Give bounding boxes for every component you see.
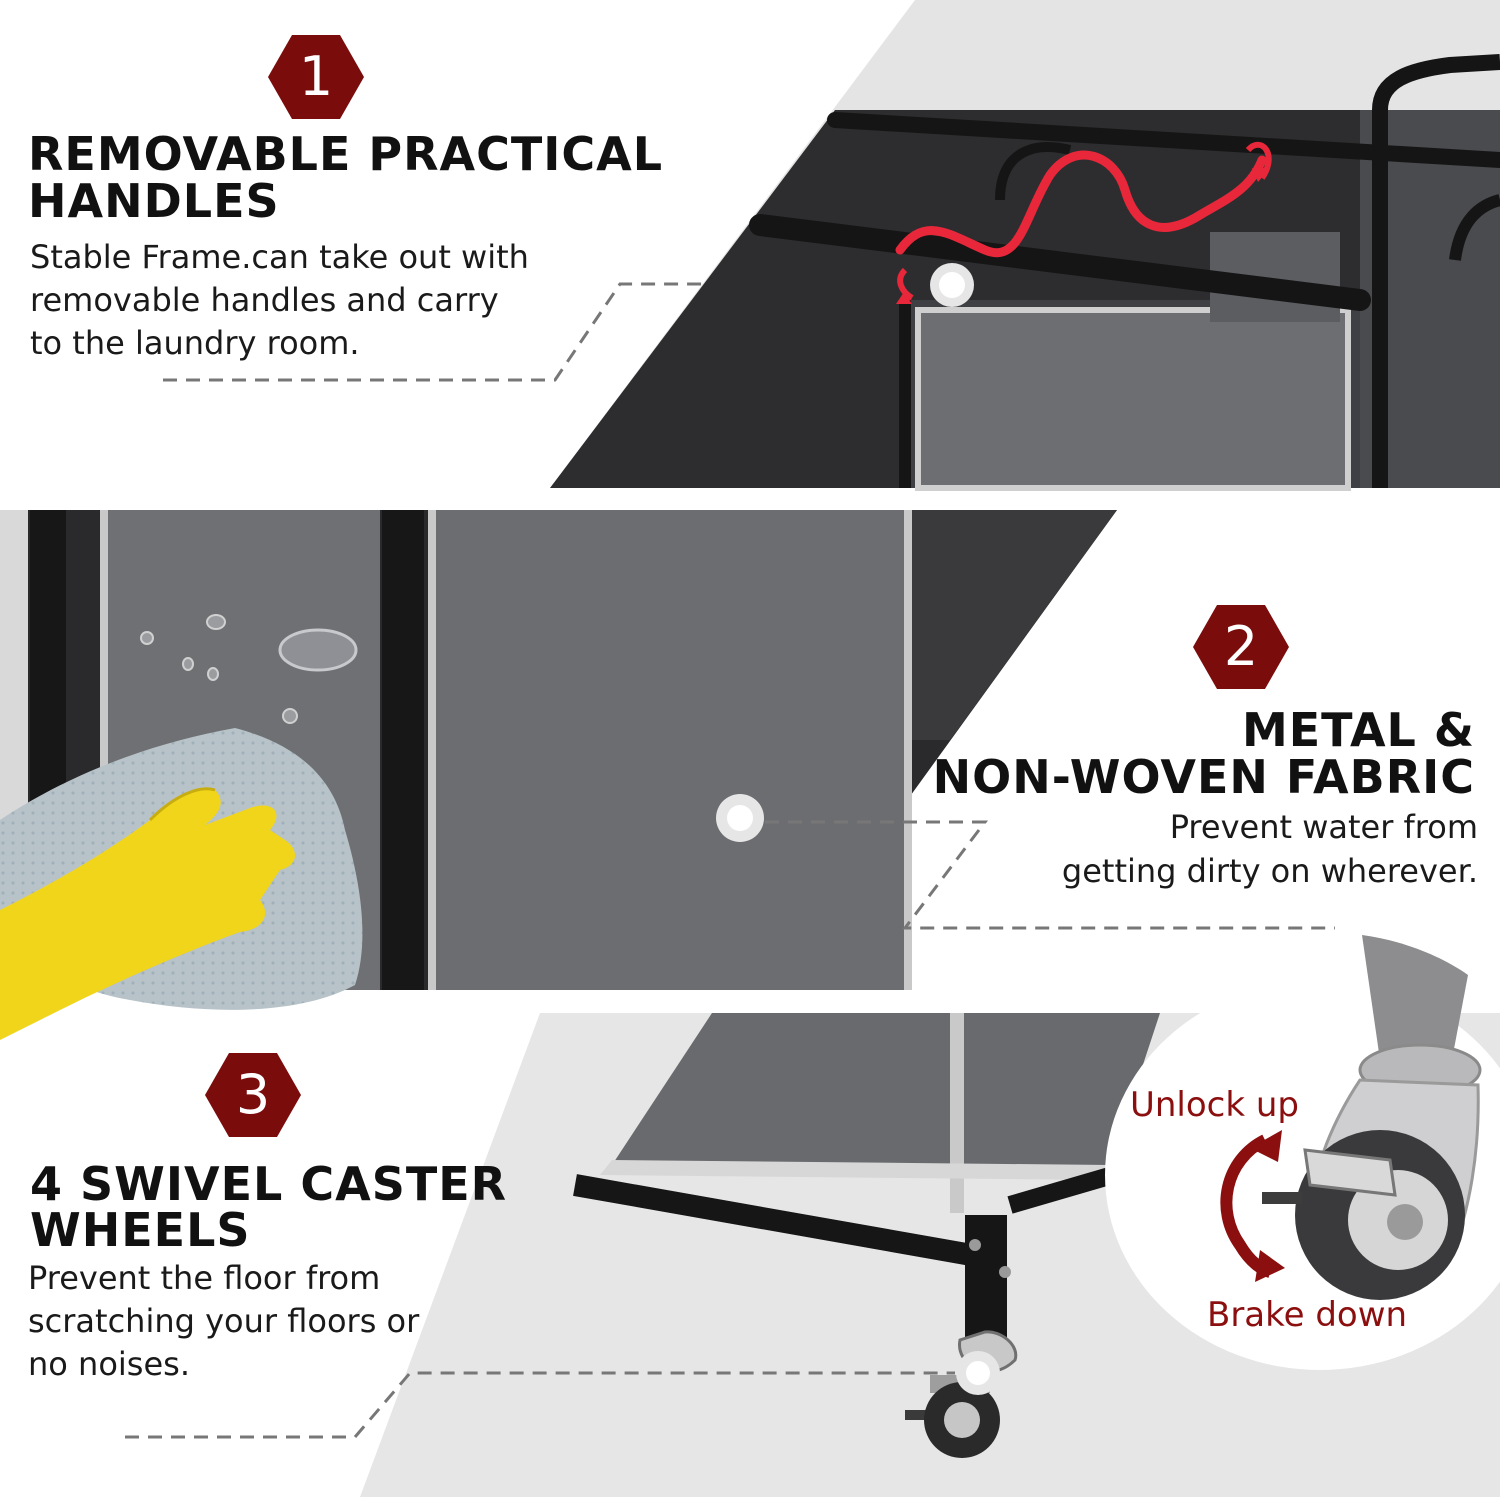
- fabric-photo-panel: [0, 510, 1335, 1040]
- feature-1-title-line-1: REMOVABLE PRACTICAL: [28, 127, 664, 181]
- feature-1-desc-line-3: to the laundry room.: [30, 324, 360, 362]
- feature-1-number-badge: 1: [268, 35, 364, 119]
- feature-3-title-line-1: 4 SWIVEL CASTER: [30, 1157, 508, 1211]
- hexagon-icon: [205, 1053, 301, 1137]
- feature-2-desc-line-2: getting dirty on wherever.: [1061, 852, 1478, 890]
- feature-2-title-line-1: METAL &: [1241, 703, 1475, 757]
- feature-1-number: 1: [298, 45, 334, 108]
- feature-3-desc-line-2: scratching your floors or: [28, 1302, 420, 1340]
- feature-2-desc-line-1: Prevent water from: [1169, 808, 1478, 846]
- feature-2-number-badge: 2: [1193, 605, 1289, 689]
- hexagon-icon: [268, 35, 364, 119]
- handle-photo-panel: [163, 0, 1500, 491]
- feature-3-desc-line-1: Prevent the floor from: [28, 1259, 381, 1297]
- brake-down-label: Brake down: [1207, 1295, 1408, 1335]
- feature-2-number: 2: [1223, 615, 1259, 678]
- feature-3-number-badge: 3: [205, 1053, 301, 1137]
- feature-3-number: 3: [235, 1063, 271, 1126]
- feature-1-desc-line-2: removable handles and carry: [30, 281, 499, 319]
- feature-2-title-line-2: NON-WOVEN FABRIC: [932, 750, 1475, 804]
- feature-3-title-line-2: WHEELS: [30, 1203, 251, 1257]
- feature-1-title-line-2: HANDLES: [28, 174, 280, 228]
- unlock-up-label: Unlock up: [1130, 1085, 1300, 1125]
- wheel-closeup: [1105, 935, 1500, 1370]
- feature-1-desc-line-1: Stable Frame.can take out with: [30, 238, 529, 276]
- feature-3-desc-line-3: no noises.: [28, 1345, 190, 1383]
- hexagon-icon: [1193, 605, 1289, 689]
